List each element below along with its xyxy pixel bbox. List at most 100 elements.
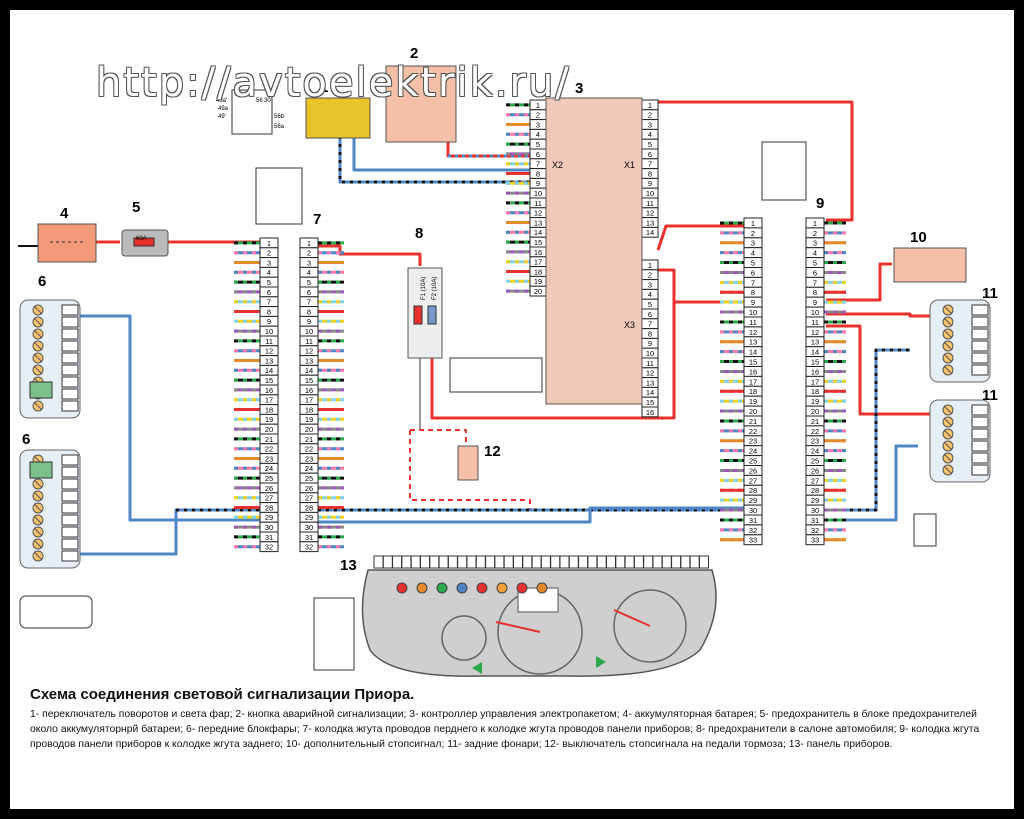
rear-lamp-top-pin — [971, 364, 989, 376]
pin-number: 9 — [648, 179, 652, 188]
wire-conn9-stop10 — [826, 262, 892, 302]
pin-number: 25 — [265, 474, 273, 483]
pin-number: 20 — [534, 287, 542, 296]
pin-number: 5 — [536, 140, 540, 149]
speedometer-needle — [495, 621, 541, 633]
pin-number: 7 — [813, 278, 817, 287]
pin-number: 11 — [749, 318, 757, 327]
headlamp-left-pin — [61, 376, 79, 388]
wire-to-switch12 — [410, 429, 467, 448]
bulb-filament — [33, 341, 43, 351]
bulb-filament — [943, 317, 953, 327]
pin-number: 7 — [648, 160, 652, 169]
relay-pin-49a: 49a — [218, 106, 229, 112]
headlamp-right-pin — [61, 478, 79, 490]
pin-number: 31 — [305, 533, 313, 542]
pin-number: 31 — [265, 533, 273, 542]
connector-9-left-pin — [743, 534, 763, 546]
pin-number: 14 — [305, 366, 313, 375]
bulb-filament — [943, 453, 953, 463]
indicator-icon — [396, 582, 408, 594]
connector-9-right-pin — [805, 534, 825, 546]
cluster-pin — [699, 555, 709, 569]
tachometer-needle — [613, 609, 651, 627]
cluster-pin — [494, 555, 505, 569]
turn-left-arrow-icon — [472, 662, 482, 674]
pin-number: 15 — [749, 358, 757, 367]
pin-number: 21 — [811, 417, 819, 426]
pin-number: 30 — [749, 506, 757, 515]
bulb-filament — [943, 429, 953, 439]
pin-number: 2 — [267, 249, 271, 258]
pin-number: 13 — [646, 218, 654, 227]
connector-outline — [449, 357, 543, 393]
cluster-pin — [447, 555, 458, 569]
pin-number: 23 — [305, 454, 313, 463]
controller-x2-label: X2 — [552, 160, 563, 170]
bulb-filament — [33, 503, 43, 513]
pin-number: 19 — [305, 415, 313, 424]
relay-block — [231, 89, 273, 135]
bulb-filament — [943, 405, 953, 415]
cluster-pin — [689, 555, 700, 569]
pin-number: 15 — [534, 238, 542, 247]
pin-number: 4 — [751, 249, 755, 258]
label-2: 2 — [410, 45, 418, 62]
rear-lamp-bottom-pin — [971, 440, 989, 452]
motor-icon — [29, 381, 53, 399]
pin-number: 10 — [265, 327, 273, 336]
pin-number: 4 — [813, 249, 817, 258]
pin-number: 27 — [811, 476, 819, 485]
wire-switch-x2-blue2 — [352, 136, 530, 172]
pin-number: 3 — [751, 239, 755, 248]
headlamp-right-pin — [61, 550, 79, 562]
rear-lamp-top-pin — [971, 328, 989, 340]
cluster-pin — [652, 555, 663, 569]
pin-number: 20 — [265, 425, 273, 434]
cluster-pin — [429, 555, 440, 569]
headlamp-left-pin — [61, 340, 79, 352]
pin-number: 20 — [305, 425, 313, 434]
pin-number: 31 — [749, 516, 757, 525]
pin-number: 3 — [536, 120, 540, 129]
pin-number: 9 — [813, 298, 817, 307]
pin-number: 26 — [749, 466, 757, 475]
bulb-filament — [33, 401, 43, 411]
watermark-url: http://avtoelektrik.ru/ — [96, 60, 571, 106]
pin-number: 25 — [749, 457, 757, 466]
pin-number: 21 — [305, 435, 313, 444]
pin-number: 14 — [646, 388, 654, 397]
pin-number: 4 — [648, 290, 652, 299]
wire-headlamp2-blue — [72, 508, 260, 556]
headlamp-left-pin — [61, 364, 79, 376]
pin-number: 25 — [305, 474, 313, 483]
pin-number: 29 — [305, 513, 313, 522]
bulb-filament — [943, 305, 953, 315]
cluster-pin — [373, 555, 384, 569]
pin-number: 22 — [265, 445, 273, 454]
rear-lamp-bottom-pin — [971, 404, 989, 416]
wire-switch-x2-blue — [338, 136, 530, 184]
cluster-pin — [559, 555, 570, 569]
cluster-pin — [615, 555, 626, 569]
pin-number: 2 — [536, 111, 540, 120]
bulb-filament — [33, 329, 43, 339]
pin-number: 27 — [749, 476, 757, 485]
label-11-bottom: 11 — [982, 387, 998, 404]
wire-headlamp-blue — [72, 314, 260, 522]
pin-number: 5 — [813, 259, 817, 268]
pin-number: 23 — [749, 437, 757, 446]
label-9: 9 — [816, 195, 824, 212]
rear-lamp-top-pin — [971, 352, 989, 364]
pin-number: 6 — [813, 268, 817, 277]
fuse-f1-label: F1 (10A) — [421, 277, 427, 300]
connector-outline — [313, 597, 355, 671]
pin-number: 17 — [534, 258, 542, 267]
pin-number: 19 — [749, 397, 757, 406]
pin-number: 8 — [813, 288, 817, 297]
headlamp-right-pin — [61, 490, 79, 502]
fuse-f1 — [413, 305, 423, 325]
indicator-icon — [496, 582, 508, 594]
pin-number: 16 — [811, 367, 819, 376]
hazard-button — [385, 65, 457, 143]
